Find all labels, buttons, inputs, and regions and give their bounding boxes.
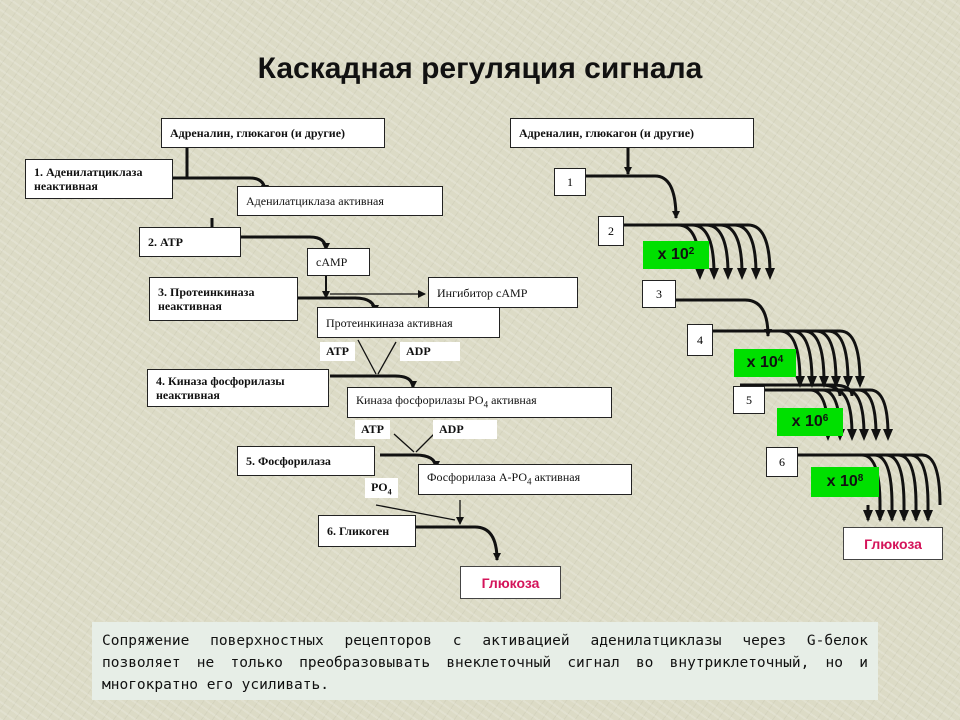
right-cascade-arrows bbox=[585, 146, 942, 520]
atp-label-2: АТР bbox=[355, 420, 390, 439]
right-input-box: Адреналин, глюкагон (и другие) bbox=[510, 118, 754, 148]
inhibitor-box: Ингибитор cAMP bbox=[428, 277, 578, 308]
adp-label-2: ADP bbox=[433, 420, 497, 439]
right-step-6: 6 bbox=[766, 447, 798, 477]
step1-active-box: Аденилатциклаза активная bbox=[237, 186, 443, 216]
right-step-1: 1 bbox=[554, 168, 586, 196]
step1-box: 1. Аденилатциклаза неактивная bbox=[25, 159, 173, 199]
step6-box: 6. Гликоген bbox=[318, 515, 416, 547]
step5-active-box: Фосфорилаза А-РО4 активная bbox=[418, 464, 632, 495]
adp-label-1: ADP bbox=[400, 342, 460, 361]
step5-label: 5. Фосфорилаза bbox=[246, 454, 331, 468]
right-step-3: 3 bbox=[642, 280, 676, 308]
step4-active-label: Киназа фосфорилазы РО4 активная bbox=[356, 393, 537, 410]
step5-box: 5. Фосфорилаза bbox=[237, 446, 375, 476]
atp-label-1: АТР bbox=[320, 342, 355, 361]
step4-box: 4. Киназа фосфорилазы неактивная bbox=[147, 369, 329, 407]
step5-active-label: Фосфорилаза А-РО4 активная bbox=[427, 470, 581, 487]
right-input-label: Адреналин, глюкагон (и другие) bbox=[519, 126, 695, 140]
camp-label: cAMP bbox=[316, 255, 348, 269]
step2-label: 2. АТР bbox=[148, 235, 183, 249]
left-glucose-label: Глюкоза bbox=[481, 574, 540, 591]
po4-label: РО4 bbox=[365, 478, 398, 499]
left-glucose-box: Глюкоза bbox=[460, 566, 561, 599]
step2-box: 2. АТР bbox=[139, 227, 241, 257]
step1-active-label: Аденилатциклаза активная bbox=[246, 194, 384, 208]
inhibitor-label: Ингибитор cAMP bbox=[437, 285, 528, 300]
summary-note: Сопряжение поверхностных рецепторов с ак… bbox=[92, 622, 878, 700]
right-step-5: 5 bbox=[733, 386, 765, 414]
page-title: Каскадная регуляция сигнала bbox=[257, 52, 703, 85]
step3-box: 3. Протеинкиназа неактивная bbox=[149, 277, 298, 321]
step3-label: 3. Протеинкиназа неактивная bbox=[158, 285, 255, 313]
left-input-box: Адреналин, глюкагон (и другие) bbox=[161, 118, 385, 148]
right-glucose-label: Глюкоза bbox=[864, 535, 922, 552]
step1-label: 1. Аденилатциклаза неактивная bbox=[34, 165, 143, 193]
camp-box: cAMP bbox=[307, 248, 370, 276]
right-glucose-box: Глюкоза bbox=[843, 527, 943, 560]
right-step-4: 4 bbox=[687, 324, 713, 356]
step3-active-box: Протеинкиназа активная bbox=[317, 307, 500, 338]
left-input-label: Адреналин, глюкагон (и другие) bbox=[170, 126, 346, 140]
right-step-2: 2 bbox=[598, 216, 624, 246]
step4-label: 4. Киназа фосфорилазы неактивная bbox=[156, 374, 285, 402]
step4-active-box: Киназа фосфорилазы РО4 активная bbox=[347, 387, 612, 418]
step3-active-label: Протеинкиназа активная bbox=[326, 315, 453, 330]
step6-label: 6. Гликоген bbox=[327, 524, 390, 538]
